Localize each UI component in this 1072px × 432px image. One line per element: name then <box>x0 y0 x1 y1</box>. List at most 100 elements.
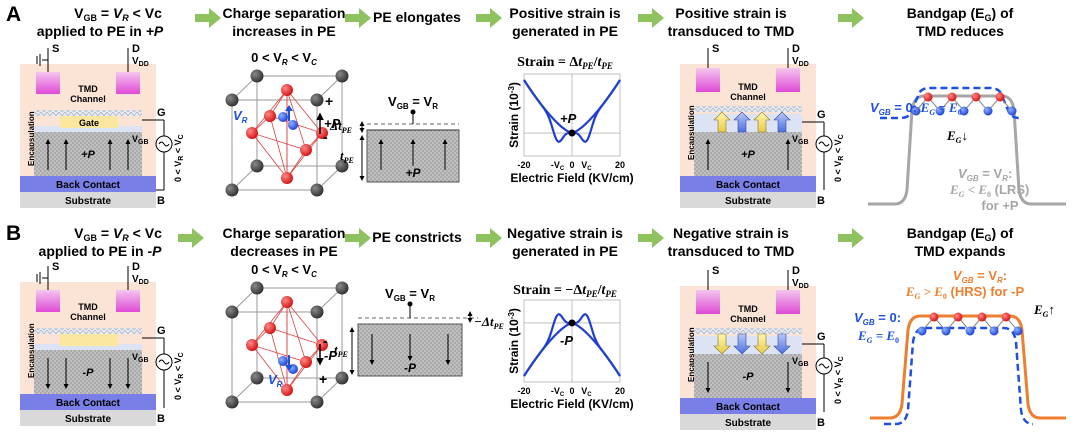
displacement-arrow-icon <box>285 105 293 121</box>
step4-subtitle: generated in PE <box>512 23 618 39</box>
lattice-atom <box>929 312 939 322</box>
step6-title: Bandgap (EG) of <box>907 225 1014 243</box>
oxygen-atom <box>264 322 276 334</box>
x-tick-label: 0 <box>569 386 574 396</box>
band-low-label-2: EG < E0 (LRS) <box>949 182 1029 199</box>
encapsulation-label: Encapsulation <box>687 105 696 160</box>
device-transduced: Encapsulation Back Contact Substrate TMD… <box>680 43 845 208</box>
oxygen-atom <box>246 339 258 351</box>
lattice-atom <box>983 106 993 116</box>
strain-transfer-arrows <box>713 333 791 355</box>
crystal-polarization-label: -P <box>324 348 337 363</box>
oxygen-atom <box>300 144 312 156</box>
panel-a: A VGB = VR < Vc applied to PE in +P Char… <box>6 3 1066 213</box>
x-tick-label: -20 <box>517 386 530 396</box>
drain-electrode <box>116 72 140 94</box>
step5-subtitle: transduced to TMD <box>668 23 795 39</box>
band-low-label-2: EG = E0 <box>857 328 899 345</box>
step5-subtitle: transduced to TMD <box>668 243 795 259</box>
step4-title: Negative strain is <box>507 225 623 241</box>
svg-text:G: G <box>157 325 166 337</box>
oxygen-atom <box>281 384 293 396</box>
flow-arrow-icon <box>838 228 864 248</box>
step1-title: VGB = VR < Vc <box>74 5 162 23</box>
lattice-atom <box>977 312 987 322</box>
svg-text:VDD: VDD <box>792 278 809 290</box>
band-diagram <box>870 312 1066 426</box>
tmd-label: TMD <box>78 84 98 94</box>
crystal-polarization-label: +P <box>324 116 341 131</box>
svg-text:Channel: Channel <box>70 312 106 322</box>
band-top-label-2: EG > E0 (HRS) for -P <box>905 284 1025 301</box>
svg-text:0 < VR < VC: 0 < VR < VC <box>833 134 845 182</box>
x-axis-label: Electric Field (KV/cm) <box>510 171 633 185</box>
t-pe-label: tPE <box>334 342 348 359</box>
lattice-atom <box>917 326 927 336</box>
tmd-lattice <box>911 92 1017 116</box>
chart-annotation: +P <box>560 111 577 126</box>
back-contact-layer <box>20 176 156 192</box>
strained-band-curve <box>868 94 1066 206</box>
device-diagram: Encapsulation Back Contact Substrate TMD… <box>20 261 185 426</box>
svg-text:G: G <box>817 331 826 343</box>
x-tick-label: 20 <box>615 160 625 170</box>
step1-title: VGB = VR < Vc <box>74 225 162 243</box>
step4-title: Positive strain is <box>509 5 620 21</box>
corner-atom <box>250 69 264 83</box>
flow-arrow-icon <box>178 228 204 248</box>
svg-text:0 < VR < VC: 0 < VR < VC <box>173 352 185 400</box>
x-tick-label: -20 <box>517 160 530 170</box>
flow-arrow-icon <box>345 8 371 28</box>
flow-arrow-icon <box>838 8 864 28</box>
oxygen-atom <box>316 339 328 351</box>
origin-marker <box>568 129 576 137</box>
step6-subtitle: TMD reduces <box>916 23 1004 39</box>
back-contact-label: Back Contact <box>56 398 121 409</box>
step2-condition: 0 < VR < VC <box>251 50 317 67</box>
step6-subtitle: TMD expands <box>914 243 1005 259</box>
corner-atom <box>310 305 324 319</box>
substrate-label: Substrate <box>65 414 112 425</box>
crystal-vr-label: VR <box>268 372 283 389</box>
band-top-label-1: VGB = VR: <box>953 268 1007 285</box>
displacement-arrow-icon <box>285 355 293 371</box>
pe-block <box>349 301 478 377</box>
svg-text:-P: -P <box>83 367 95 379</box>
flow-arrows <box>178 228 864 248</box>
step3-title: PE constricts <box>372 229 462 245</box>
body-terminal-label: B <box>157 195 165 207</box>
substrate-layer <box>20 192 156 208</box>
gate-electrode <box>60 334 118 346</box>
svg-text:TMD: TMD <box>78 302 98 312</box>
pe-block <box>359 109 460 183</box>
corner-atom <box>335 69 349 83</box>
channel-label: Channel <box>70 94 106 104</box>
band-diagram <box>868 86 1066 206</box>
band-low-label-1: VGB = VR: <box>958 166 1012 183</box>
x-tick-label: 20 <box>615 386 625 396</box>
svg-text:S: S <box>712 265 719 277</box>
step2-title: Charge separation <box>223 225 346 241</box>
y-axis-label: Strain (10-3) <box>507 308 521 374</box>
corner-atom <box>310 183 324 197</box>
lattice-atom <box>947 92 957 102</box>
tmd-lattice <box>917 312 1023 336</box>
device-transduced: Encapsulation Back Contact Substrate TMD… <box>680 265 845 430</box>
lattice-atom <box>911 106 921 116</box>
encapsulation-label: Encapsulation <box>27 111 36 166</box>
oxygen-atom <box>316 127 328 139</box>
corner-atom <box>250 281 264 295</box>
vdd-label: VDD <box>132 56 149 68</box>
flow-arrow-icon <box>476 8 502 28</box>
delta-t-label: −ΔtPE <box>474 314 504 331</box>
flow-arrow-icon <box>345 228 371 248</box>
svg-text:B: B <box>817 195 825 207</box>
pe-voltage-label: VGB = VR <box>385 286 435 303</box>
corner-atom <box>250 371 264 385</box>
step6-title: Bandgap (EG) of <box>907 5 1014 23</box>
unstrained-band-curve <box>884 326 1034 426</box>
lattice-atom <box>1007 106 1017 116</box>
step3-title: PE elongates <box>373 9 461 25</box>
substrate-label: Substrate <box>725 196 772 207</box>
